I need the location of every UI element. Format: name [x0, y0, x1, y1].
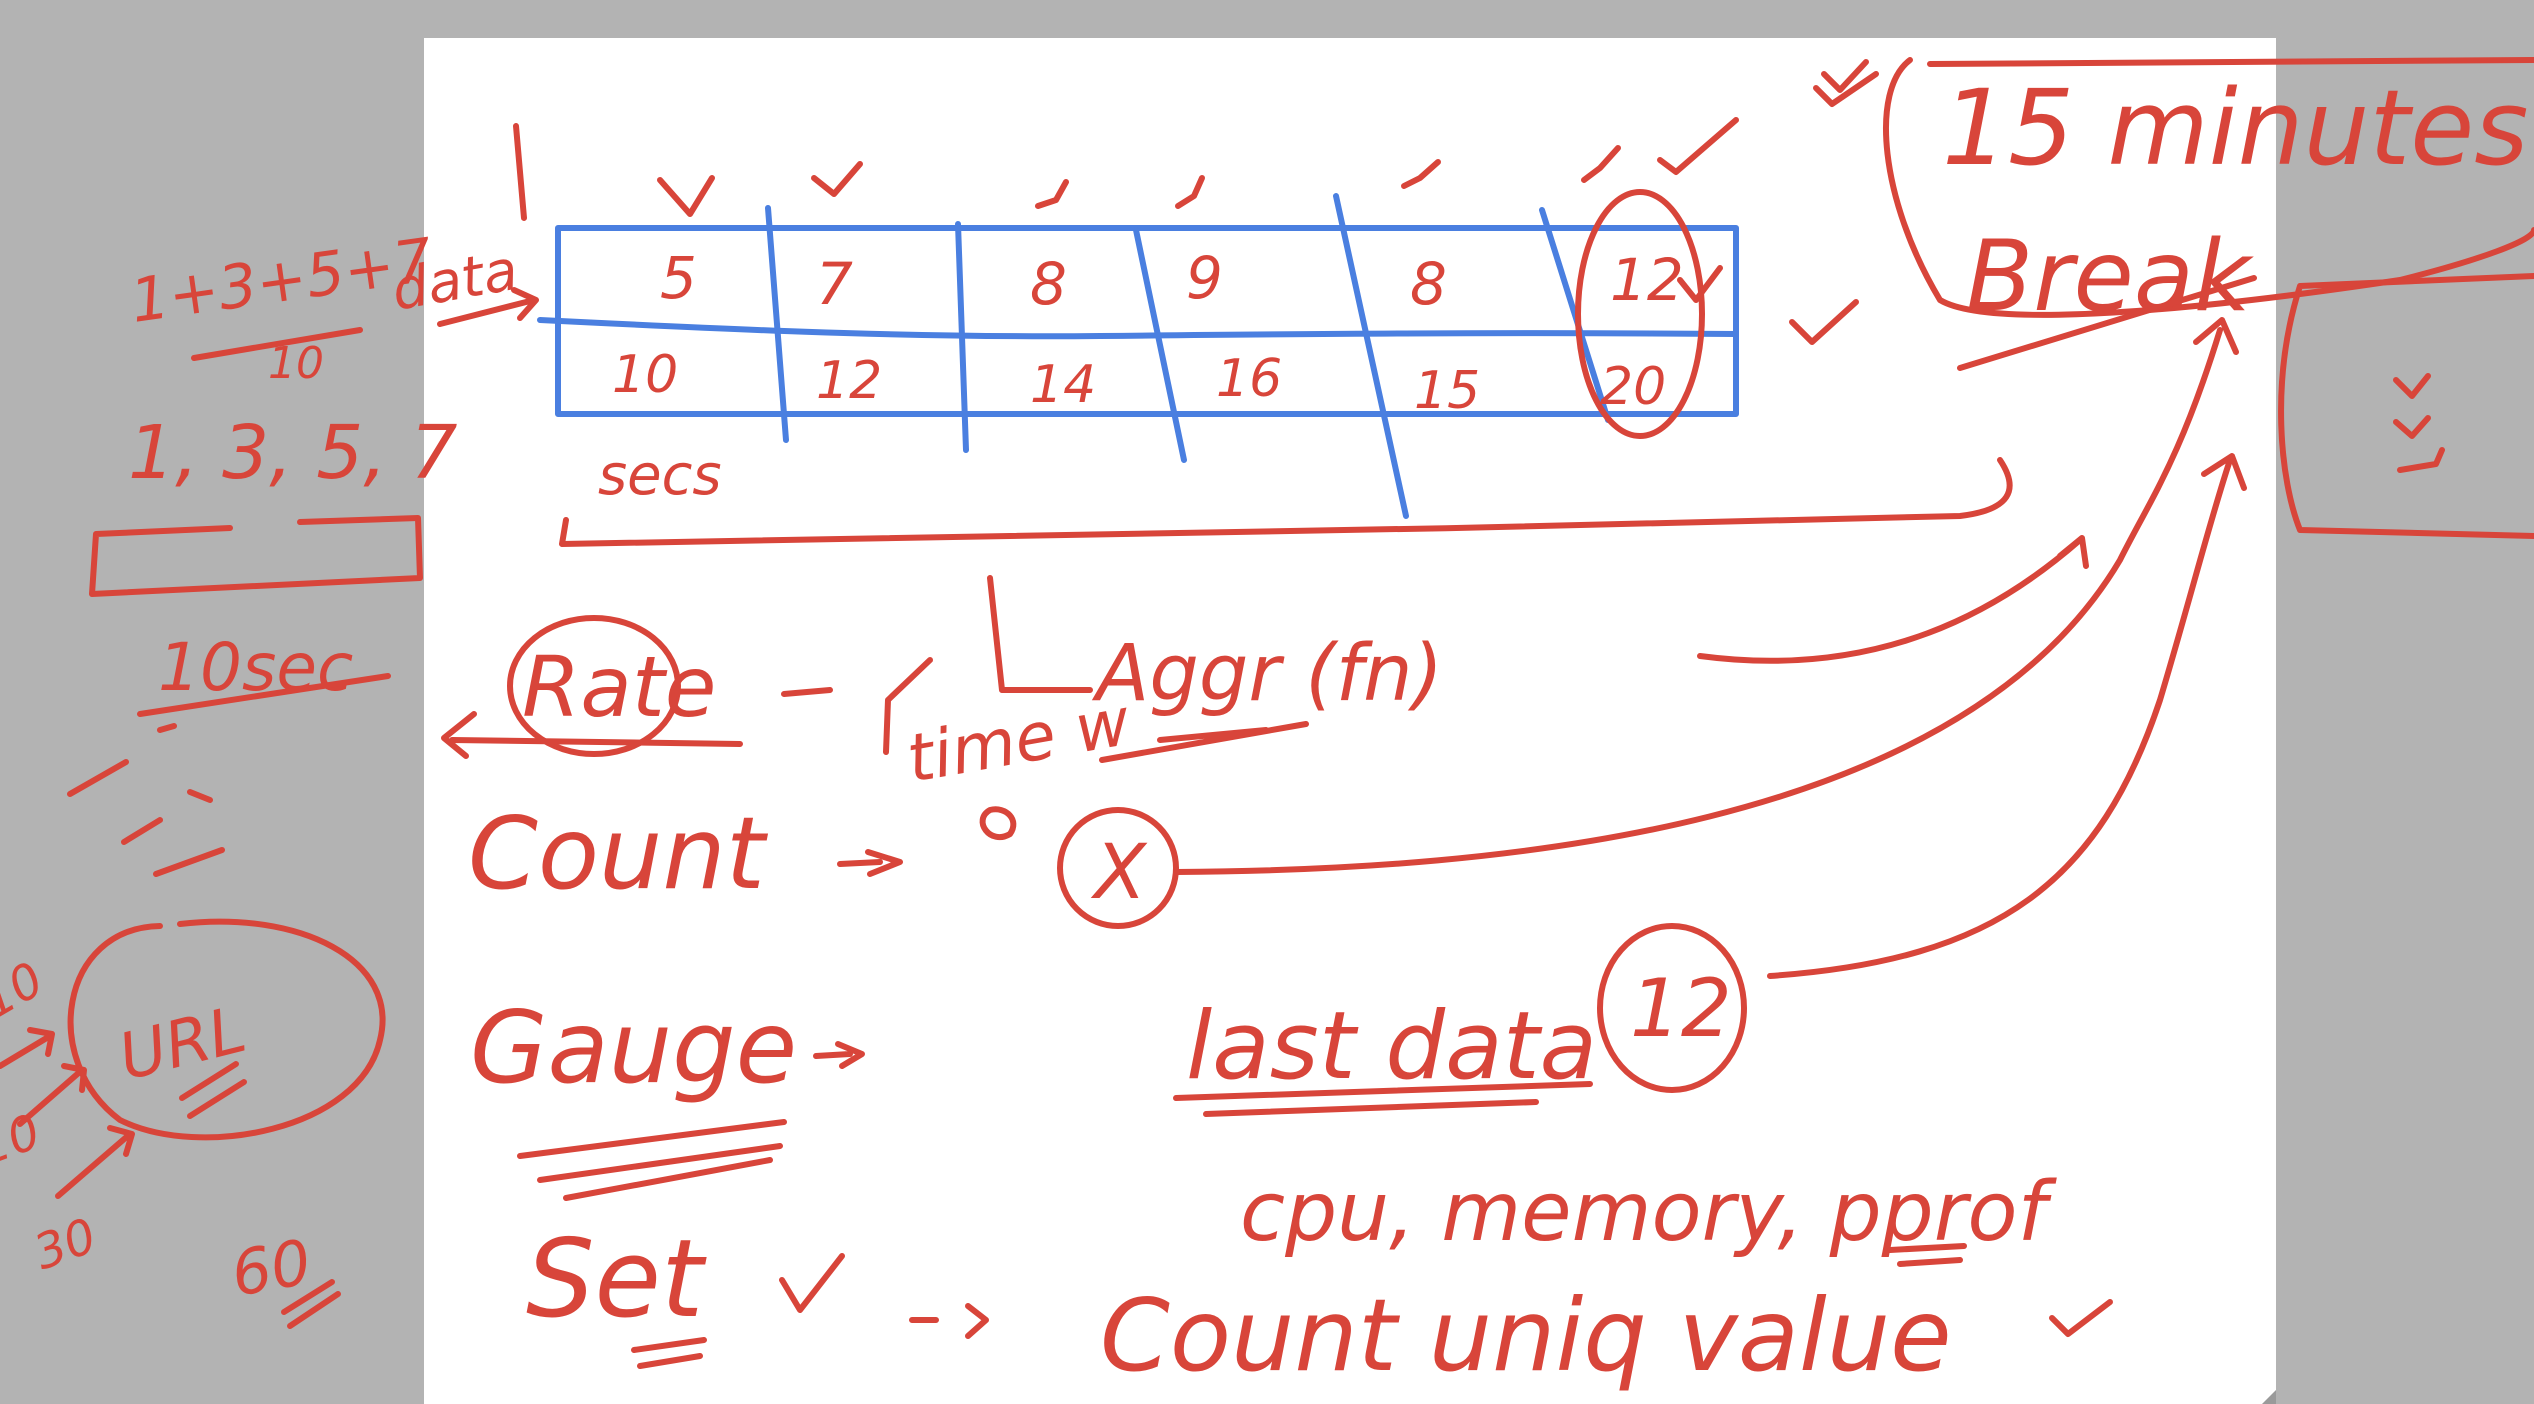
- marker-stroke: [513, 123, 527, 221]
- resources-underline: [1887, 1243, 1967, 1267]
- check-icon: [657, 175, 715, 217]
- list-box: [89, 515, 423, 597]
- table-cell: 9: [1186, 244, 1223, 312]
- metric-rate: Rate: [522, 638, 716, 736]
- average-divisor: 10: [268, 338, 324, 389]
- set-arrow: [909, 1303, 989, 1339]
- check-icon: [1175, 175, 1205, 209]
- table-row-divider: [537, 317, 1739, 340]
- check-icon: [1813, 59, 1879, 107]
- table-cell: 12: [816, 351, 882, 411]
- table-cell: 10: [612, 345, 678, 405]
- table-cell: 7: [816, 250, 853, 318]
- last-data-underline: [1173, 1081, 1593, 1117]
- set-underline: [631, 1337, 707, 1369]
- gauge-underline: [517, 1119, 787, 1201]
- arrow-to-table: [437, 287, 539, 327]
- table-col-divider: [765, 205, 789, 443]
- percent-60: 60: [226, 1225, 316, 1311]
- table-cell: 5: [660, 244, 697, 312]
- break-frame: [1883, 57, 2534, 318]
- table-col-divider: [955, 221, 969, 453]
- resources-label: cpu, memory, pprof: [1240, 1165, 2058, 1260]
- unique-label: Count uniq value: [1100, 1277, 1952, 1394]
- table-cell: 8: [1410, 250, 1447, 318]
- table-row-secs: 10 12 14 16 15 20: [612, 345, 1666, 421]
- average-sum: 1+3+5+7: [126, 225, 436, 337]
- url-circle: [67, 918, 386, 1141]
- left-notes: 1+3+5+7 10 1, 3, 5, 7 10sec URL 10 10 30…: [0, 225, 457, 1329]
- url-underline: [179, 1061, 247, 1119]
- interval-label: 10sec: [158, 629, 353, 706]
- check-icon: [2049, 1299, 2113, 1337]
- check-icon: [2393, 373, 2445, 473]
- break-underline: [1957, 275, 2257, 371]
- break-title-line2: Break: [1966, 220, 2254, 334]
- check-icon: [811, 161, 863, 197]
- page-corner-indicator: [2262, 1390, 2276, 1404]
- url-label: URL: [112, 993, 253, 1096]
- time-mark: [979, 806, 1017, 840]
- data-table: 5 7 8 9 8 12 10 12 14 16 15 20: [537, 117, 1739, 519]
- last-value: 12: [1630, 962, 1732, 1055]
- metric-aggr: Aggr (fn): [1091, 629, 1443, 719]
- last-value-circle: [1597, 923, 1747, 1093]
- metrics-notes: Rate Count Gauge Set Aggr (fn) time w X …: [441, 317, 2247, 1394]
- table-cell: 12: [1610, 246, 1684, 314]
- fraction-bar: [191, 327, 363, 361]
- check-icon: [1035, 179, 1069, 209]
- incoming-10: 10: [0, 951, 53, 1030]
- gauge-arrow: [813, 1041, 865, 1069]
- incoming-10b: 10: [0, 1104, 47, 1178]
- table-cell: 16: [1216, 349, 1282, 409]
- percent-underline: [281, 1279, 341, 1329]
- table-col-divider: [1333, 193, 1409, 519]
- table-cell: 20: [1600, 357, 1666, 417]
- rate-arrow: [441, 711, 743, 759]
- highlight-circle: [1575, 189, 1705, 439]
- check-icon: [1581, 117, 1739, 183]
- table-col-divider: [1539, 207, 1611, 423]
- x-connector: [1173, 317, 2239, 875]
- arrow-in: [17, 1063, 87, 1127]
- x-circle: [1057, 807, 1179, 929]
- check-icon: [1789, 299, 1859, 345]
- time-underline: [1099, 721, 1309, 763]
- interval-underline: [137, 673, 391, 717]
- column-checkmarks: [657, 117, 1739, 217]
- break-title-line1: 15 minutes: [1942, 67, 2528, 189]
- table-col-divider: [1133, 227, 1187, 463]
- side-curve: [1697, 535, 2089, 664]
- table-cell: 8: [1030, 250, 1067, 318]
- aggr-bracket: [987, 575, 1093, 693]
- last-value-connector: [1767, 453, 2247, 979]
- table-cell: 15: [1414, 361, 1480, 421]
- bracket-underline: [559, 457, 2013, 547]
- count-arrow: [837, 849, 903, 877]
- check-icon: [779, 1253, 845, 1313]
- arrow-in: [0, 1027, 55, 1069]
- last-data-label: last data: [1186, 992, 1597, 1101]
- check-icon: [1677, 265, 1723, 303]
- rate-dash: [781, 657, 933, 755]
- value-list: 1, 3, 5, 7: [128, 410, 457, 496]
- metric-set: Set: [526, 1217, 707, 1342]
- break-note: 15 minutes Break: [1789, 57, 2534, 539]
- x-value: X: [1090, 827, 1148, 916]
- rate-circle: [507, 615, 681, 757]
- incoming-30: 30: [27, 1208, 104, 1282]
- table-row-data: 5 7 8 9 8 12: [660, 244, 1684, 318]
- metric-gauge: Gauge: [470, 989, 797, 1106]
- table-cell: 14: [1030, 355, 1096, 415]
- side-box: [2278, 273, 2534, 539]
- dash-strokes: [67, 723, 225, 877]
- row-label-secs: secs: [598, 443, 722, 508]
- metric-count: Count: [468, 795, 769, 912]
- arrow-in: [55, 1125, 135, 1199]
- check-icon: [1401, 159, 1441, 189]
